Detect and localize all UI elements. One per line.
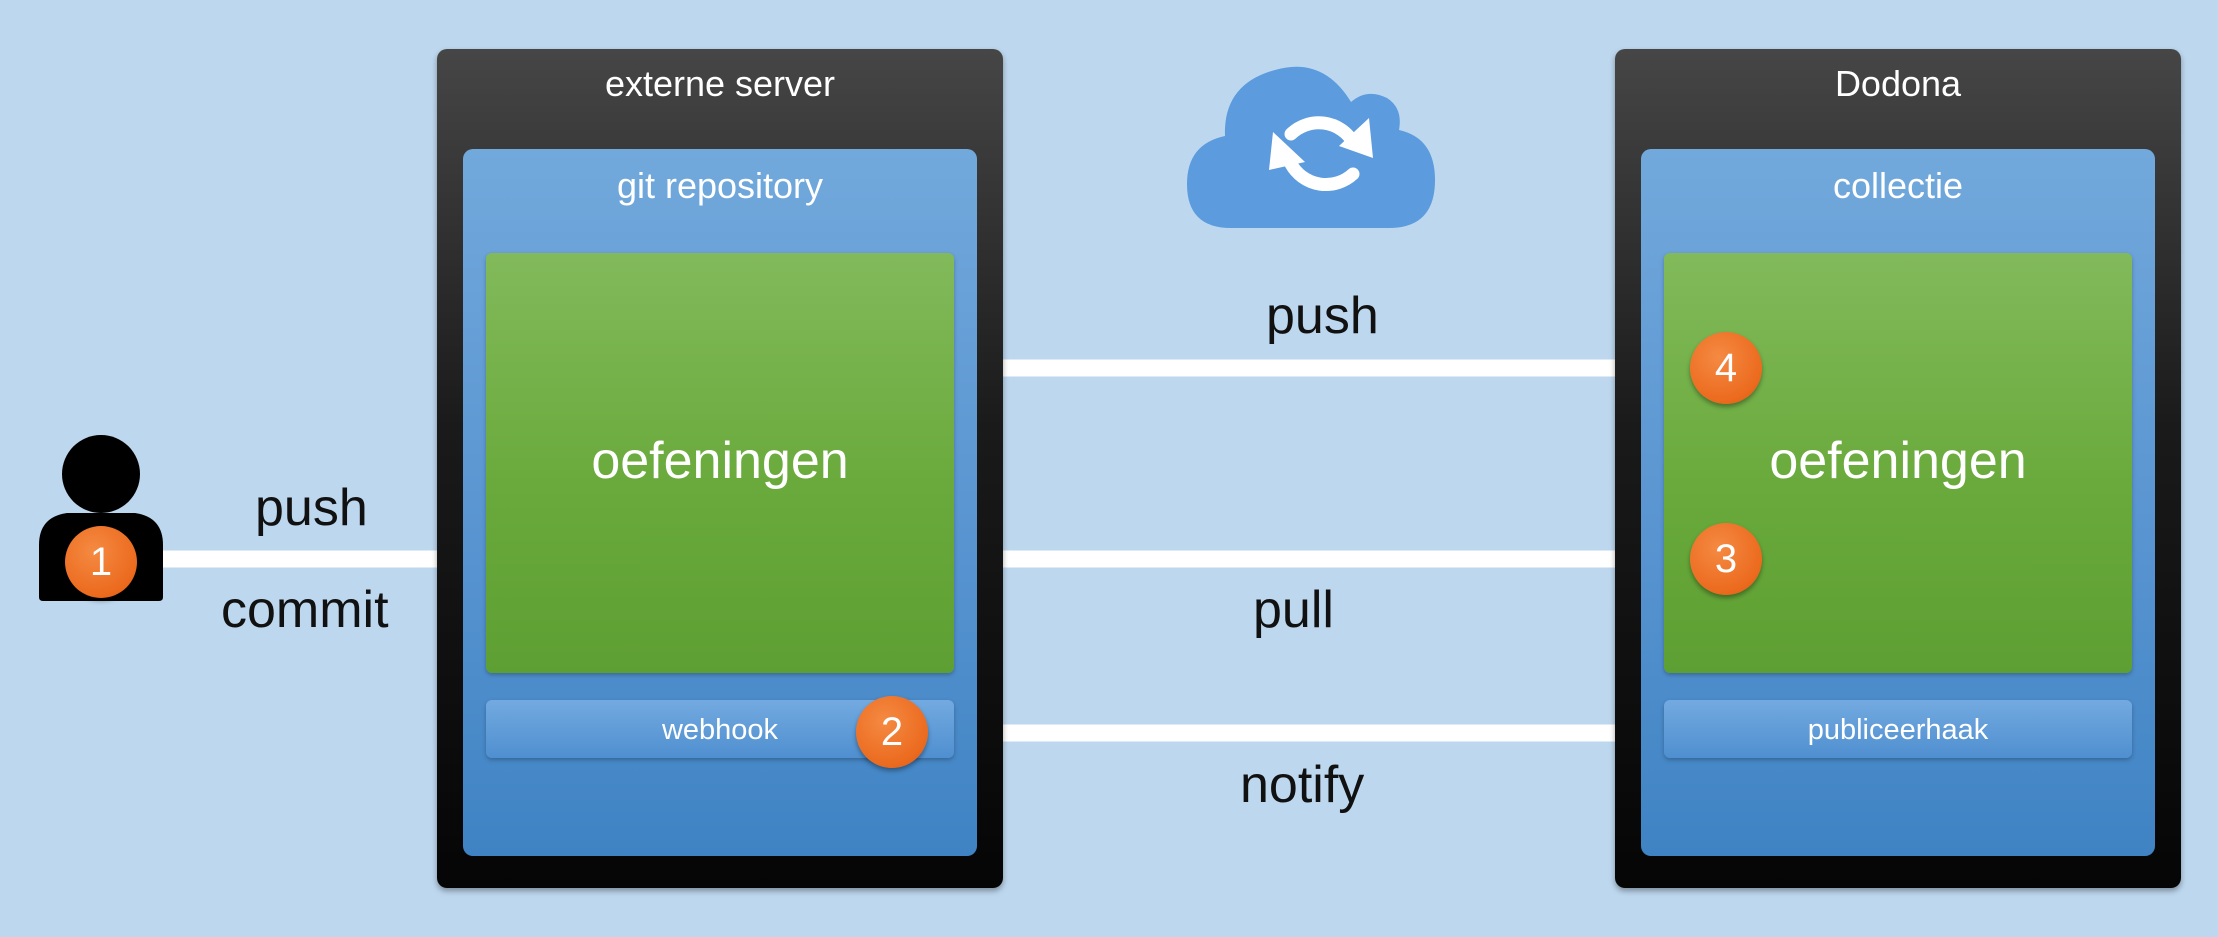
git-repository-title: git repository <box>616 165 824 206</box>
dodona-title: Dodona <box>1834 63 1962 104</box>
publish-hook-box: publiceerhaak <box>1664 700 2132 758</box>
label-sync-pull: pull <box>1253 581 1334 639</box>
cloud-sync-icon <box>1187 66 1435 228</box>
exercises-label-right: oefeningen <box>1769 432 2027 490</box>
label-user-push: push <box>255 479 368 537</box>
exercises-label-left: oefeningen <box>591 432 849 490</box>
dodona-server-panel: Dodona collectie oefeningen publiceerhaa… <box>1615 49 2181 888</box>
step-badge-1: 1 <box>65 526 137 598</box>
arrow-notify <box>891 711 1700 755</box>
label-notify: notify <box>1240 756 1365 814</box>
exercises-box-left: oefeningen <box>486 253 954 673</box>
external-server-title: externe server <box>604 63 836 104</box>
arrow-pull <box>919 537 1697 581</box>
publish-hook-label: publiceerhaak <box>1807 714 1989 746</box>
label-user-commit: commit <box>221 581 389 639</box>
arrow-push <box>920 346 1729 390</box>
step-badge-3: 3 <box>1690 523 1762 595</box>
collection-panel: collectie oefeningen publiceerhaak <box>1641 149 2155 856</box>
step-badge-2: 2 <box>856 696 928 768</box>
label-sync-push: push <box>1266 287 1379 345</box>
collection-title: collectie <box>1832 165 1964 206</box>
exercises-box-right: oefeningen <box>1664 253 2132 673</box>
webhook-label: webhook <box>661 714 779 746</box>
step-badge-4: 4 <box>1690 332 1762 404</box>
external-server-panel: externe server git repository oefeningen… <box>437 49 1003 888</box>
